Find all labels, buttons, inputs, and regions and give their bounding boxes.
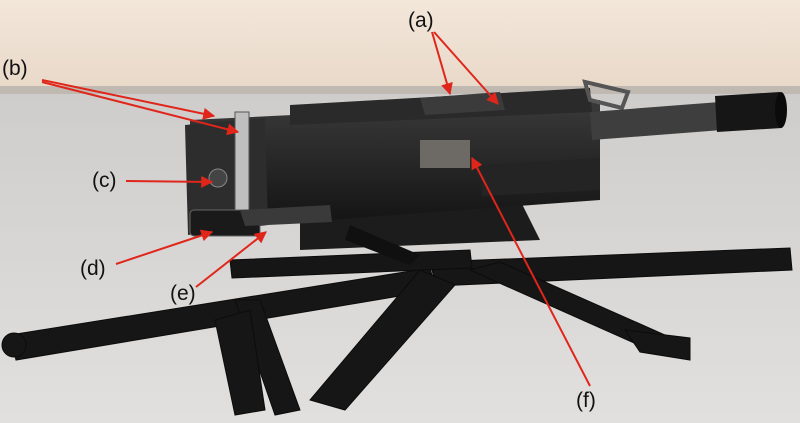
receiver xyxy=(190,100,600,230)
leader-b1 xyxy=(41,79,216,120)
callout-label-b: (b) xyxy=(2,57,28,80)
leader-a1 xyxy=(431,31,453,96)
rear-knob xyxy=(208,168,228,188)
leader-e xyxy=(195,231,267,288)
barrel xyxy=(590,102,722,140)
callout-label-d: (d) xyxy=(80,257,106,280)
callout-label-a: (a) xyxy=(408,9,434,32)
leader-f xyxy=(471,156,591,387)
elevation-link xyxy=(214,309,266,416)
tripod-rear-foot xyxy=(623,329,691,361)
nameplate xyxy=(420,140,470,168)
leader-d xyxy=(115,229,214,265)
tripod-front-leg xyxy=(309,269,456,411)
carry-handle xyxy=(582,79,631,111)
leader-b2 xyxy=(41,81,240,136)
feed-tray-top xyxy=(420,92,505,115)
muzzle-end xyxy=(775,92,787,128)
side-rail xyxy=(480,158,600,196)
tripod xyxy=(1,247,793,416)
rear-grip xyxy=(345,225,420,265)
callout-label-c: (c) xyxy=(92,169,117,192)
baseboard xyxy=(0,86,800,94)
left-leg-foot xyxy=(1,332,27,358)
muzzle xyxy=(715,92,782,132)
leader-c xyxy=(125,175,214,188)
leader-lines xyxy=(41,31,591,387)
trigger-lever xyxy=(240,205,332,226)
rear-sight-post xyxy=(234,111,250,218)
callout-label-f: (f) xyxy=(576,389,596,412)
wall xyxy=(0,0,800,92)
callout-label-e: (e) xyxy=(170,282,196,305)
leader-a2 xyxy=(433,31,499,105)
